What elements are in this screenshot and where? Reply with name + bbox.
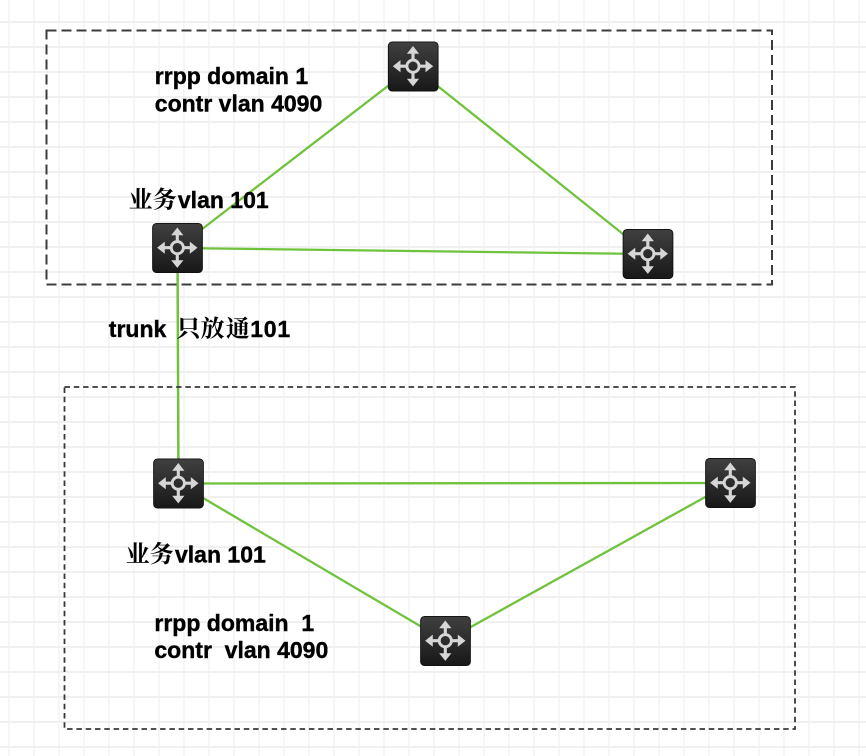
svg-text:rrpp domain 1: rrpp domain 1 [154, 610, 314, 636]
svg-text:101: 101 [250, 316, 291, 342]
svg-text:vlan 101: vlan 101 [175, 541, 266, 567]
svg-text:trunk: trunk [109, 316, 167, 342]
svg-text:rrpp domain 1: rrpp domain 1 [155, 63, 309, 89]
svg-text:contr vlan 4090: contr vlan 4090 [154, 637, 328, 663]
svg-text:contr vlan 4090: contr vlan 4090 [155, 90, 322, 116]
svg-text:vlan 101: vlan 101 [178, 187, 269, 213]
